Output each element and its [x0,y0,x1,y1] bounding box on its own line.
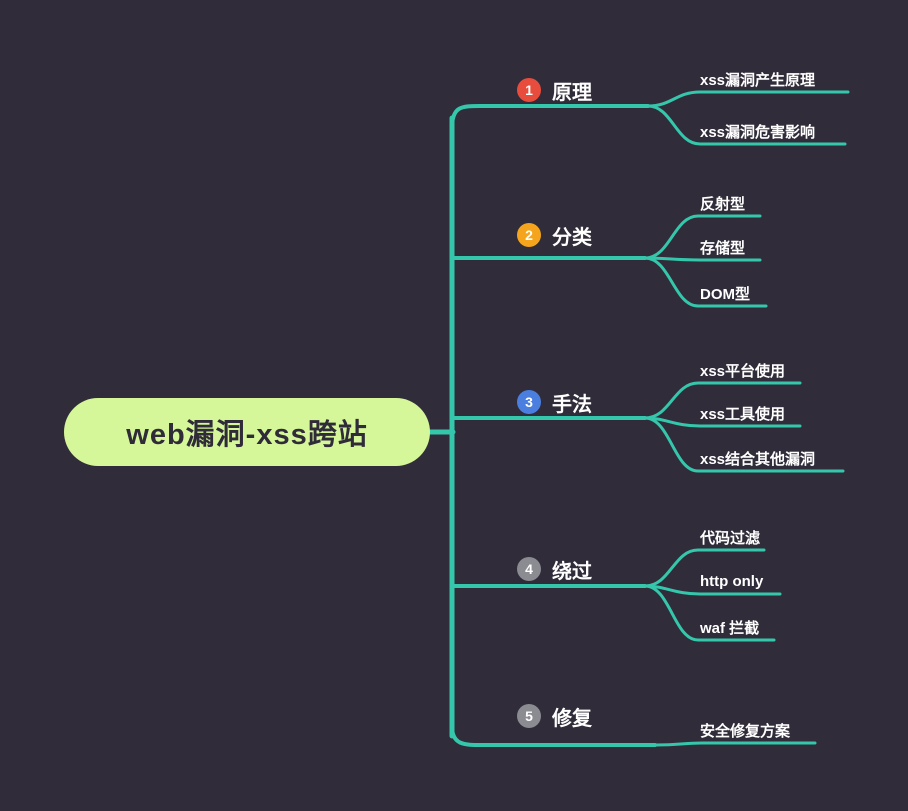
topic-node-principle[interactable]: 1 原理 [517,76,592,104]
topic-label: 绕过 [552,560,592,583]
child-node[interactable]: xss漏洞危害影响 [700,123,816,141]
topic-label: 修复 [552,707,592,730]
child-node[interactable]: DOM型 [700,285,750,303]
root-node[interactable]: web漏洞-xss跨站 [64,398,430,466]
child-node[interactable]: 存储型 [700,239,746,257]
topic-node-technique[interactable]: 3 手法 [517,388,592,416]
child-node[interactable]: xss工具使用 [700,405,786,423]
topic-node-category[interactable]: 2 分类 [517,221,592,249]
topic-number-badge: 1 [517,78,541,102]
topic-node-fix[interactable]: 5 修复 [517,702,592,730]
topic-number-badge: 4 [517,557,541,581]
child-node[interactable]: waf 拦截 [700,619,760,637]
child-node[interactable]: xss漏洞产生原理 [700,71,816,89]
child-node[interactable]: 代码过滤 [700,529,761,547]
child-node[interactable]: 安全修复方案 [700,722,791,740]
child-node[interactable]: http only [700,572,764,590]
child-node[interactable]: xss结合其他漏洞 [700,450,816,468]
topic-number-badge: 2 [517,223,541,247]
child-node[interactable]: 反射型 [700,195,746,213]
topic-number-badge: 5 [517,704,541,728]
topic-label: 手法 [552,393,592,416]
child-node[interactable]: xss平台使用 [700,362,786,380]
topic-node-bypass[interactable]: 4 绕过 [517,555,592,583]
topic-number-badge: 3 [517,390,541,414]
topic-label: 分类 [552,226,592,249]
topic-label: 原理 [552,81,592,104]
